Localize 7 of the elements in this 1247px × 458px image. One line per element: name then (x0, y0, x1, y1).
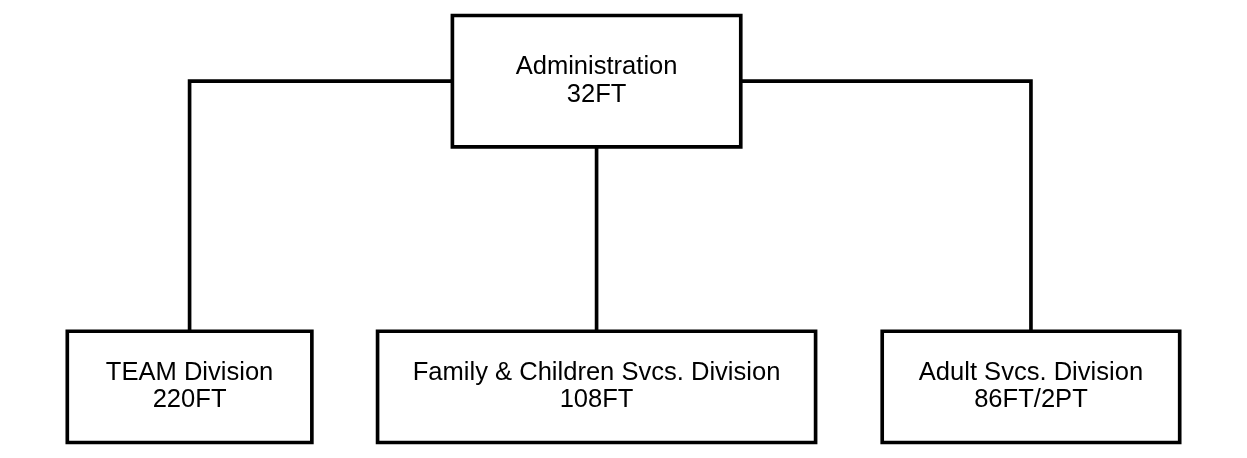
connector (594, 147, 599, 331)
node-box: Adult Svcs. Division 86FT/2PT (880, 329, 1182, 445)
connector (187, 79, 452, 331)
node-box: Administration 32FT (450, 13, 743, 149)
node-box: Family & Children Svcs. Division 108FT (375, 329, 818, 445)
node-box: TEAM Division 220FT (65, 329, 314, 445)
connector (741, 79, 1033, 331)
